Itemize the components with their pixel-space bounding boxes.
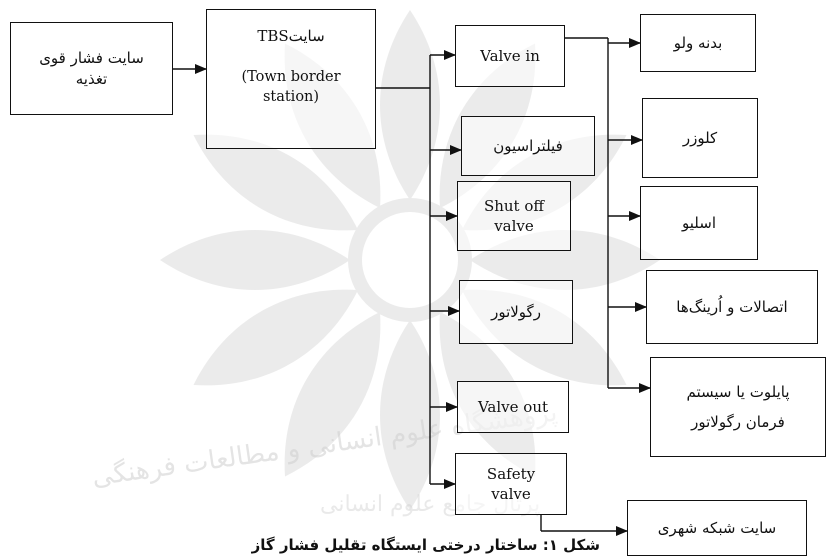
- node-filtration: فیلتراسیون: [461, 116, 595, 176]
- node-regulator: رگولاتور: [459, 280, 573, 344]
- node-closure-label: کلوزر: [682, 128, 718, 147]
- node-city-network-site: سایت شبکه شهری: [627, 500, 807, 556]
- node-sleeve-label: اسلیو: [682, 213, 716, 232]
- node-city-network-site-label: سایت شبکه شهری: [657, 518, 777, 537]
- node-fittings-orings-label: اتصالات و اُرینگ‌ها: [676, 297, 788, 316]
- node-tbs: TBSسایت (Town border station): [206, 9, 376, 149]
- node-feed-site: سایت فشار قوی تغذیه: [10, 22, 173, 115]
- node-safety-valve-label: Safety valve: [486, 464, 536, 503]
- node-filtration-label: فیلتراسیون: [493, 136, 563, 155]
- node-regulator-label: رگولاتور: [491, 302, 541, 321]
- node-valve-in: Valve in: [455, 25, 565, 87]
- node-feed-site-label: سایت فشار قوی تغذیه: [39, 49, 144, 88]
- node-shut-off-valve: Shut off valve: [457, 181, 571, 251]
- figure-caption: شکل ۱: ساختار درختی ایستگاه تقلیل فشار گ…: [251, 536, 600, 554]
- node-tbs-title: TBSسایت: [257, 27, 325, 45]
- node-valve-out-label: Valve out: [477, 397, 549, 416]
- node-pilot-system: پایلوت یا سیستم فرمان رگولاتور: [650, 357, 826, 457]
- node-safety-valve: Safety valve: [455, 453, 567, 515]
- node-fittings-orings: اتصالات و اُرینگ‌ها: [646, 270, 818, 344]
- node-valve-body-label: بدنه ولو: [673, 33, 723, 52]
- node-tbs-subtitle: (Town border station): [241, 69, 341, 105]
- node-closure: کلوزر: [642, 98, 758, 178]
- node-valve-in-label: Valve in: [480, 46, 540, 65]
- node-sleeve: اسلیو: [640, 186, 758, 260]
- node-shut-off-valve-label: Shut off valve: [483, 196, 545, 235]
- node-valve-body: بدنه ولو: [640, 14, 756, 72]
- node-pilot-system-label: پایلوت یا سیستم فرمان رگولاتور: [686, 383, 790, 431]
- node-valve-out: Valve out: [457, 381, 569, 433]
